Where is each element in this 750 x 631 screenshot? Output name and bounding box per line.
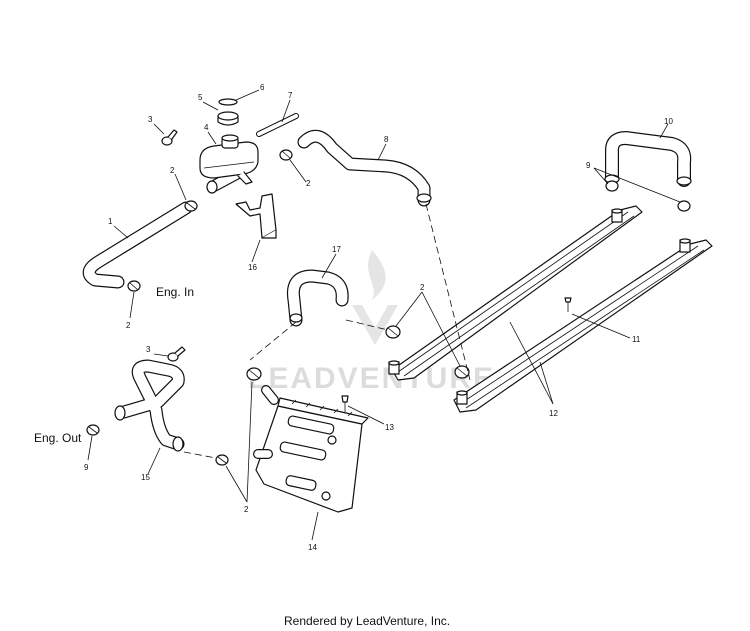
eng-out-label: Eng. Out (34, 431, 82, 445)
callout-2: 2 (170, 166, 175, 175)
part-2-clamp-d (385, 325, 401, 339)
callout-12: 12 (549, 409, 558, 418)
callout-17: 17 (332, 245, 341, 254)
part-2-clamp-e (454, 365, 470, 379)
part-11-bolt (564, 297, 572, 312)
part-3-clamp-lower (167, 346, 186, 362)
part-9-clamp-c (86, 424, 100, 436)
callout-leaders (87, 89, 681, 541)
callout-3: 3 (148, 115, 153, 124)
part-15-hose (114, 359, 185, 452)
callout-13: 13 (385, 423, 394, 432)
callout-9: 9 (586, 161, 591, 170)
callout-7: 7 (288, 91, 293, 100)
part-3-clamp-upper (161, 129, 178, 146)
callout-14: 14 (308, 543, 317, 552)
callout-2: 2 (306, 179, 311, 188)
part-16-bracket (235, 193, 277, 239)
part-5-cap (217, 111, 239, 126)
callout-3: 3 (146, 345, 151, 354)
callout-16: 16 (248, 263, 257, 272)
eng-in-label: Eng. In (156, 285, 194, 299)
callout-4: 4 (204, 123, 209, 132)
callout-2: 2 (420, 283, 425, 292)
part-17-hose (286, 269, 349, 327)
callout-10: 10 (664, 117, 673, 126)
part-1-hose (82, 201, 193, 289)
part-12-heat-exchanger-upper (388, 205, 643, 381)
callout-11: 11 (632, 335, 641, 344)
callout-15: 15 (141, 473, 150, 482)
part-12-heat-exchanger-lower (453, 238, 713, 413)
callout-8: 8 (384, 135, 389, 144)
callout-2: 2 (244, 505, 249, 514)
part-10-hose (604, 131, 692, 187)
part-7-vent-tube (256, 113, 299, 137)
part-2-clamp-c (127, 280, 141, 292)
callout-numbers: 1 3 4 5 6 7 2 2 8 10 9 16 2 17 2 11 12 3… (84, 83, 673, 552)
part-4-reservoir (199, 134, 259, 194)
part-13-screw (341, 395, 349, 412)
callout-5: 5 (198, 93, 203, 102)
watermark-text: LEADVENTURE (248, 362, 495, 395)
footer-credit: Rendered by LeadVenture, Inc. (284, 614, 450, 628)
callout-6: 6 (260, 83, 265, 92)
part-2-clamp-f (246, 367, 262, 381)
callout-1: 1 (108, 217, 113, 226)
part-2-clamp-b (279, 149, 293, 161)
part-9-clamp-a (605, 180, 619, 192)
routing-dash-lines (183, 203, 471, 459)
part-2-clamp-a (184, 200, 198, 212)
callout-9: 9 (84, 463, 89, 472)
callout-2: 2 (126, 321, 131, 330)
part-14-plate (253, 385, 369, 513)
part-9-clamp-b (677, 200, 691, 212)
part-2-clamp-g (215, 454, 229, 466)
part-8-hose (297, 129, 432, 207)
leadventure-watermark: LEADVENTURE (248, 250, 495, 395)
part-6-gasket (218, 98, 238, 106)
